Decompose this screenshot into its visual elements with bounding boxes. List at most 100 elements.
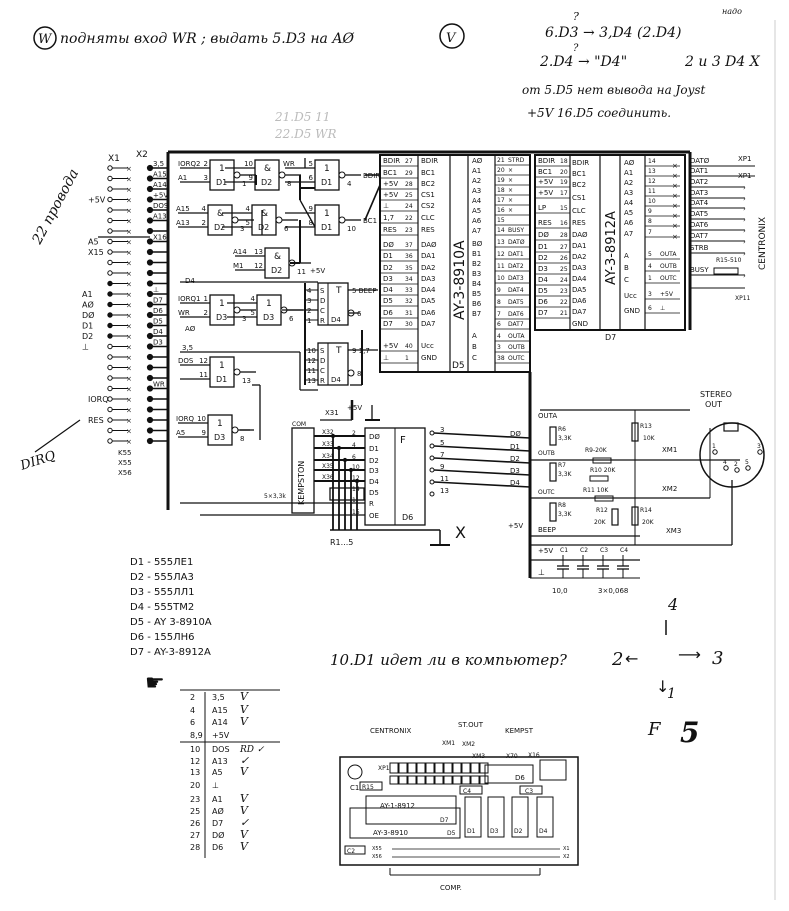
d7-right-pin: 9 <box>648 208 652 215</box>
d7-body-label: DA2 <box>572 253 587 261</box>
din-pin <box>745 465 751 471</box>
pcb-c1-outline <box>347 764 363 780</box>
d5-body-label: BC2 <box>421 180 435 188</box>
no-connect-mark: × <box>126 176 132 184</box>
d5-right-pin: 10 <box>497 275 505 282</box>
resistor-value: 3,3K <box>558 511 573 518</box>
capacitor-ref: C2 <box>580 547 588 554</box>
d5-right-signal: × <box>508 177 513 184</box>
schematic-drawing: X1××××+5V××××A5×X15××××A1×AØ×DØ×D1×D2×⊥×… <box>82 150 768 892</box>
pcb-chip-label: D3 <box>490 828 499 835</box>
x1-pin <box>107 175 113 182</box>
no-connect-mark: × <box>126 386 132 394</box>
pcb-d6 <box>484 764 534 784</box>
chip-d7 <box>534 154 686 331</box>
trigger-pin-name: R <box>320 377 325 385</box>
no-connect-mark: × <box>126 186 132 194</box>
pin-table-number: 26 <box>190 819 200 828</box>
x1-pin-label: D1 <box>82 322 93 331</box>
pcb-r15 <box>359 781 383 791</box>
direction-left-label: 2 <box>611 649 623 670</box>
d5-left-pin: 36 <box>405 253 413 260</box>
kempston-pin-label: X36 <box>322 474 334 481</box>
d5-left-signal: +5V <box>383 342 398 350</box>
wire-label-d4: D4 <box>185 277 195 285</box>
d7-body-label: DA1 <box>572 242 587 250</box>
resistor-value: 3,3K <box>558 471 573 478</box>
no-connect-mark: × <box>126 407 132 415</box>
gate-function: 1 <box>266 299 272 309</box>
d5-right-signal: BUSY <box>508 227 524 234</box>
gate-out-pin: 4 <box>347 180 352 188</box>
note-question-mark-2: ? <box>573 43 579 54</box>
x1-pin <box>107 406 113 413</box>
d7-right-signal: OUTC <box>660 275 677 282</box>
din-pin-label: 5 <box>745 459 749 466</box>
gate-ref: D2 <box>261 178 272 187</box>
d6-output-pin <box>429 443 435 449</box>
resistor-ref: R6 <box>558 426 566 433</box>
xp1-label: XP1 <box>738 155 751 163</box>
gate-input-label: A13 <box>176 219 190 227</box>
x2-pin-label: WR <box>153 381 165 389</box>
d7-right-pin: 5 <box>648 251 652 258</box>
d7-right-pin: 14 <box>648 158 656 165</box>
d5-right-signal: × <box>508 187 513 194</box>
x1-pin-label: D2 <box>82 332 93 341</box>
resistor-network <box>329 487 365 501</box>
gate-input-label: IORQ2 <box>178 160 200 168</box>
gate-input-label: A1 <box>178 174 187 182</box>
gate-pin: 12 <box>199 357 208 365</box>
pcb-d7 <box>365 795 457 825</box>
d6-output-pin <box>429 430 435 436</box>
gate-function: & <box>274 252 281 262</box>
gate-input-label: IORQ <box>176 415 194 423</box>
pin-table-check: V <box>240 840 249 853</box>
trigger-pin-name: D <box>320 357 325 365</box>
gate-pin: 2 <box>202 219 206 227</box>
x2-pin-label: A14 <box>153 181 167 189</box>
d7-right-signal: OUTB <box>660 263 677 270</box>
trigger-pin: 12 <box>307 357 316 365</box>
d7-body-label: B <box>624 264 629 272</box>
pin-table-check: V <box>240 690 249 703</box>
d6-left-pin: 10 <box>352 464 360 471</box>
gate-pin: 8 <box>309 219 313 227</box>
d5-body-label: BDIR <box>421 157 438 165</box>
d5-right-signal: OUTC <box>508 355 525 362</box>
d5-body-label: CS1 <box>421 191 435 199</box>
centronix-signal: STRB <box>690 244 709 252</box>
centronix-signal: DAT1 <box>690 167 708 175</box>
gate-out-pin: 13 <box>242 377 251 385</box>
pcb-xm3: XM3 <box>472 753 485 760</box>
d5-body-label: DAØ <box>421 241 437 249</box>
x1-pin <box>107 438 113 444</box>
d5-left-signal: DØ <box>383 241 394 249</box>
d5-right-signal: DAT6 <box>508 311 524 318</box>
pcb-pad <box>461 775 471 785</box>
d5-left-pin: 33 <box>405 287 413 294</box>
x1-pin <box>107 186 113 192</box>
d7-left-signal: +5V <box>538 178 553 186</box>
inverter-bubble <box>231 216 239 224</box>
pin-table-signal: A15 <box>212 706 228 715</box>
no-connect-mark: × <box>126 344 132 352</box>
no-connect-mark: × <box>126 365 132 373</box>
trigger-pin-name: C <box>320 307 325 315</box>
d5-left-pin: 37 <box>405 242 413 249</box>
d6-output-label: D1 <box>510 443 520 451</box>
gate-out-pin: 6 <box>284 225 289 233</box>
gate-out-pin: 8 <box>240 435 244 443</box>
d5-left-signal: D7 <box>383 320 393 328</box>
x1-pin <box>107 343 113 350</box>
inverter-bubble <box>231 426 239 434</box>
trigger-pin: 13 <box>307 377 316 385</box>
faint-note: 21.D5 11 <box>274 110 330 124</box>
din-pin-label: 3 <box>757 443 761 450</box>
x1-pin <box>107 385 113 392</box>
trigger-pin-name: C <box>320 367 325 375</box>
d6-left-signal: OE <box>369 512 379 520</box>
d7-body-label: BC2 <box>572 181 586 189</box>
pcb-pad <box>398 775 408 785</box>
no-connect-mark: × <box>126 249 132 257</box>
